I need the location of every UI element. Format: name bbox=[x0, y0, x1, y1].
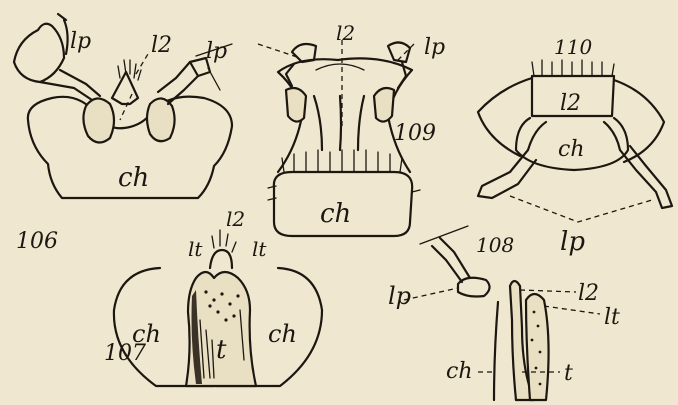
label-l2-109: l2 bbox=[336, 21, 355, 45]
label-l2-107: l2 bbox=[226, 207, 245, 231]
label-lp-109-right: lp bbox=[424, 35, 445, 60]
label-l2-108: l2 bbox=[578, 281, 599, 306]
label-lp-110: lp bbox=[560, 227, 585, 257]
figure-number-108: 108 bbox=[476, 233, 514, 257]
label-ch-106: ch bbox=[118, 163, 149, 193]
label-l2-106: l2 bbox=[151, 33, 172, 58]
figure-number-109-text: 109 bbox=[394, 121, 436, 146]
figure-number-107: 107 bbox=[104, 341, 146, 366]
label-t-107: t bbox=[216, 335, 227, 365]
figure-number-106: 106 bbox=[16, 229, 58, 254]
label-lt-107-right: lt bbox=[252, 237, 267, 261]
label-ch-107-right: ch bbox=[268, 320, 297, 348]
figure-number-110: 110 bbox=[554, 35, 592, 59]
label-lp-109-left: lp bbox=[206, 39, 227, 64]
label-ch-108: ch bbox=[446, 359, 473, 384]
label-lt-108: lt bbox=[604, 305, 620, 330]
label-t-108: t bbox=[564, 361, 573, 386]
label-lp-108: lp bbox=[388, 282, 411, 310]
label-l2-110: l2 bbox=[560, 91, 581, 116]
label-ch-109: ch bbox=[320, 199, 351, 229]
label-lp-106: lp bbox=[70, 29, 91, 54]
label-lt-107-left: lt bbox=[188, 237, 203, 261]
label-ch-110: ch bbox=[558, 137, 585, 162]
